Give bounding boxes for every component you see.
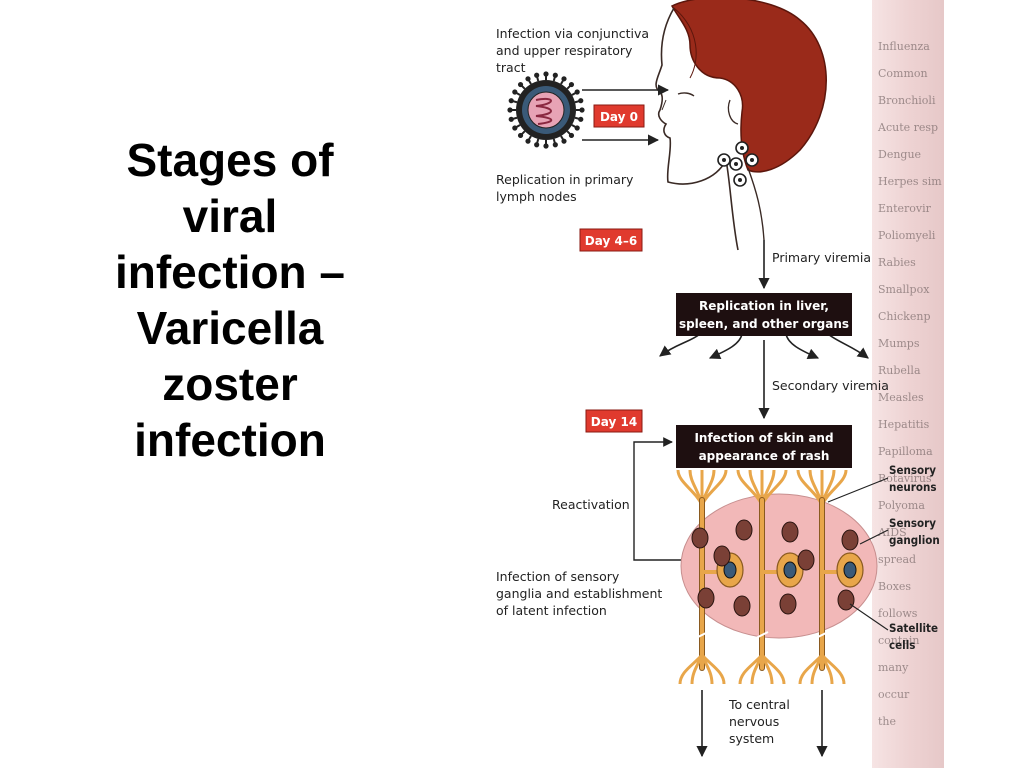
label-line: cells — [889, 638, 915, 652]
day-badge-14: Day 14 — [585, 409, 643, 433]
label-line: Sensory — [889, 463, 936, 477]
page-edge-word: Enterovir — [878, 202, 932, 215]
sensory-neurons — [676, 469, 864, 685]
page-edge-word: follows — [878, 607, 918, 620]
box-line: spleen, and other organs — [679, 317, 849, 331]
label-line: nervous — [729, 714, 779, 729]
page-edge-word: Influenza — [878, 40, 930, 53]
page-edge-word: AIDS — [877, 526, 907, 539]
satellite-cell — [713, 545, 731, 567]
day-badge-4-6: Day 4–6 — [579, 228, 643, 252]
label-line: lymph nodes — [496, 189, 577, 204]
satellite-cell — [735, 519, 753, 541]
label-line: Infection of sensory — [496, 569, 620, 584]
page-edge-word: spread — [878, 553, 916, 566]
page-edge-word: occur — [878, 688, 910, 701]
satellite-cells — [691, 519, 859, 617]
page-edge-word: Rubella — [878, 364, 921, 377]
label-line: neurons — [889, 480, 937, 494]
page-edge-word: Bronchioli — [878, 94, 936, 107]
satellite-cell — [691, 527, 709, 549]
page-edge-word: Acute resp — [877, 121, 938, 134]
label-pointers — [827, 477, 889, 631]
label-satellite-cells: Satellite cells — [889, 621, 938, 652]
title-line: viral — [182, 190, 278, 242]
label-line: and upper respiratory — [496, 43, 633, 58]
page-edge-word: Rabies — [878, 256, 916, 269]
dissemination-arrows — [659, 333, 869, 360]
label-line: ganglion — [889, 533, 940, 547]
page-edge-word: Rotavirus — [878, 472, 932, 485]
day-label: Day 4–6 — [585, 234, 637, 248]
label-line: To central — [728, 697, 790, 712]
page-edge-word: Measles — [878, 391, 924, 404]
page-edge-word: the — [878, 715, 896, 728]
liver-replication-box: Replication in liver, spleen, and other … — [676, 293, 852, 336]
slide-title: Stages of viral infection – Varicella zo… — [60, 132, 400, 468]
page-edge-word: Boxes — [878, 580, 911, 593]
label-line: of latent infection — [496, 603, 607, 618]
reactivation-loop — [633, 437, 686, 561]
label-cns: To central nervous system — [728, 697, 790, 746]
label-infection-route: Infection via conjunctiva and upper resp… — [496, 26, 649, 75]
title-line: zoster — [162, 358, 298, 410]
neuron — [736, 469, 804, 685]
label-line: Infection via conjunctiva — [496, 26, 649, 41]
day-badge-0: Day 0 — [593, 104, 645, 128]
page-edge-word: contain — [878, 634, 919, 647]
satellite-cell — [837, 589, 855, 611]
box-line: appearance of rash — [699, 449, 830, 463]
satellite-cell — [797, 549, 815, 571]
title-line: infection — [134, 414, 326, 466]
label-line: Satellite — [889, 621, 938, 635]
label-line: tract — [496, 60, 526, 75]
label-sensory-neurons: Sensory neurons — [889, 463, 937, 494]
page-edge-word: Smallpox — [878, 283, 930, 296]
label-line: ganglia and establishment — [496, 586, 662, 601]
page-edge-word: Chickenp — [878, 310, 930, 323]
title-line: Stages of — [126, 134, 334, 186]
label-line: Replication in primary — [496, 172, 634, 187]
label-reactivation: Reactivation — [552, 497, 630, 512]
satellite-cell — [841, 529, 859, 551]
satellite-cell — [781, 521, 799, 543]
page-edge-word: Herpes sim — [878, 175, 942, 188]
label-secondary-viremia: Secondary viremia — [772, 378, 889, 393]
page-edge-word: Hepatitis — [878, 418, 930, 431]
page-edge-word: Poliomyeli — [878, 229, 936, 242]
label-primary-viremia: Primary viremia — [772, 250, 871, 265]
label-line: Sensory — [889, 516, 936, 530]
page-edge-word: Polyoma — [878, 499, 925, 512]
skin-infection-box: Infection of skin and appearance of rash — [676, 425, 852, 468]
satellite-cell — [779, 593, 797, 615]
label-primary-lymph: Replication in primary lymph nodes — [496, 172, 634, 204]
head-illustration — [655, 0, 827, 251]
label-sensory-ganglion: Sensory ganglion — [889, 516, 940, 547]
page-edge-word: Mumps — [878, 337, 920, 350]
virus-particle-icon — [507, 71, 585, 149]
lymph-nodes — [717, 141, 759, 187]
page-edge-word: Dengue — [878, 148, 921, 161]
satellite-cell — [733, 595, 751, 617]
label-latent-infection: Infection of sensory ganglia and establi… — [496, 569, 662, 618]
day-label: Day 14 — [591, 415, 637, 429]
box-line: Replication in liver, — [699, 299, 829, 313]
satellite-cell — [697, 587, 715, 609]
page-edge-word: Papilloma — [878, 445, 933, 458]
title-line: infection – — [114, 246, 346, 298]
page-edge-word: many — [878, 661, 909, 674]
title-line: Varicella — [136, 302, 324, 354]
page-edge-word: Common — [878, 67, 928, 80]
day-label: Day 0 — [600, 110, 638, 124]
neuron — [796, 469, 864, 685]
label-line: system — [729, 731, 774, 746]
box-line: Infection of skin and — [694, 431, 833, 445]
